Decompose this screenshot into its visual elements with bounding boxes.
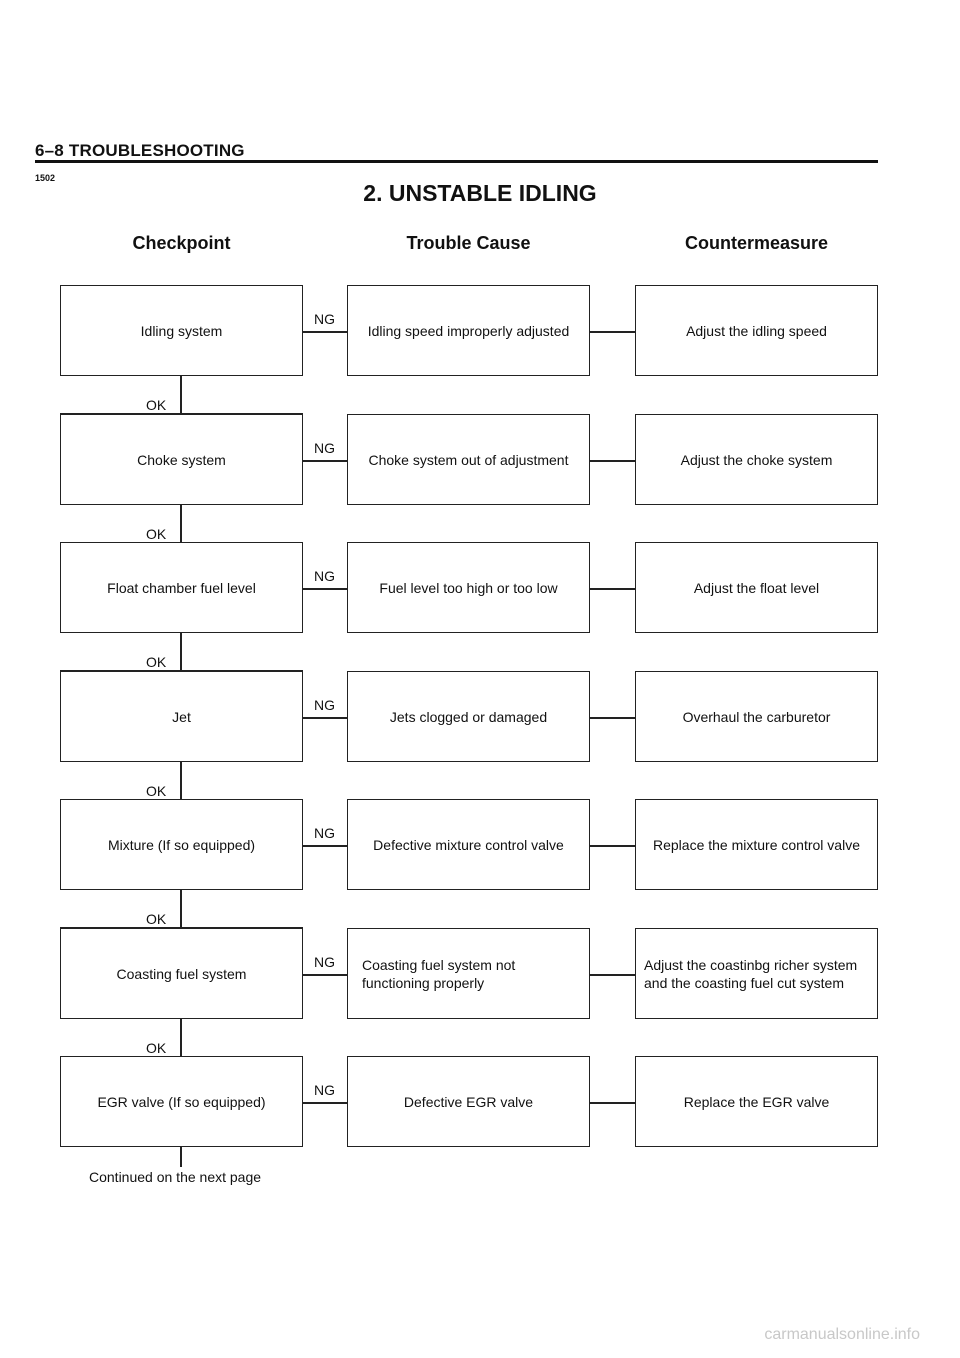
- ok-label: OK: [146, 911, 167, 927]
- ng-label: NG: [314, 954, 335, 970]
- countermeasure-box: Adjust the choke system: [635, 414, 878, 505]
- cause-connector: [590, 460, 635, 462]
- cause-connector: [590, 717, 635, 719]
- trouble-cause-box: Idling speed improperly adjusted: [347, 285, 590, 376]
- ng-connector: [303, 974, 347, 976]
- page-code: 1502: [35, 173, 56, 183]
- column-header-countermeasure: Countermeasure: [684, 233, 829, 253]
- checkpoint-box: EGR valve (If so equipped): [60, 1056, 303, 1147]
- trouble-cause-box: Fuel level too high or too low: [347, 542, 590, 633]
- ng-connector: [303, 460, 347, 462]
- ng-connector: [303, 331, 347, 333]
- ok-underline: [60, 927, 303, 929]
- cause-connector: [590, 1102, 635, 1104]
- column-header-trouble-cause: Trouble Cause: [406, 233, 531, 253]
- countermeasure-box: Replace the mixture control valve: [635, 799, 878, 890]
- cause-connector: [590, 588, 635, 590]
- trouble-cause-box: Choke system out of adjustment: [347, 414, 590, 505]
- checkpoint-box: Mixture (If so equipped): [60, 799, 303, 890]
- ok-connector: [180, 376, 182, 414]
- continued-note: Continued on the next page: [89, 1169, 262, 1185]
- checkpoint-box: Float chamber fuel level: [60, 542, 303, 633]
- ng-label: NG: [314, 825, 335, 841]
- diagram-title: 2. UNSTABLE IDLING: [363, 180, 597, 206]
- ok-label: OK: [146, 526, 167, 542]
- checkpoint-box: Coasting fuel system: [60, 928, 303, 1019]
- ok-connector: [180, 505, 182, 542]
- countermeasure-box: Adjust the idling speed: [635, 285, 878, 376]
- countermeasure-box: Adjust the float level: [635, 542, 878, 633]
- ok-label: OK: [146, 783, 167, 799]
- watermark: carmanualsonline.info: [764, 1326, 920, 1343]
- trouble-cause-box: Defective EGR valve: [347, 1056, 590, 1147]
- ok-connector: [180, 1019, 182, 1056]
- ng-connector: [303, 845, 347, 847]
- checkpoint-box: Idling system: [60, 285, 303, 376]
- section-header: 6–8 TROUBLESHOOTING: [35, 141, 245, 160]
- ng-label: NG: [314, 697, 335, 713]
- ok-connector: [180, 1147, 182, 1167]
- header-rule: [35, 160, 878, 163]
- ok-connector: [180, 890, 182, 928]
- cause-connector: [590, 974, 635, 976]
- ok-underline: [60, 413, 303, 415]
- ok-label: OK: [146, 1040, 167, 1056]
- ng-label: NG: [314, 440, 335, 456]
- ng-label: NG: [314, 568, 335, 584]
- ok-connector: [180, 633, 182, 671]
- ng-label: NG: [314, 311, 335, 327]
- ng-connector: [303, 588, 347, 590]
- cause-connector: [590, 331, 635, 333]
- ng-label: NG: [314, 1082, 335, 1098]
- ng-connector: [303, 717, 347, 719]
- ok-label: OK: [146, 397, 167, 413]
- ok-connector: [180, 762, 182, 799]
- ok-label: OK: [146, 654, 167, 670]
- column-header-checkpoint: Checkpoint: [132, 233, 231, 253]
- countermeasure-box: Overhaul the carburetor: [635, 671, 878, 762]
- ok-underline: [60, 670, 303, 672]
- ng-connector: [303, 1102, 347, 1104]
- trouble-cause-box: Defective mixture control valve: [347, 799, 590, 890]
- cause-connector: [590, 845, 635, 847]
- checkpoint-box: Choke system: [60, 414, 303, 505]
- trouble-cause-box: Jets clogged or damaged: [347, 671, 590, 762]
- countermeasure-box: Replace the EGR valve: [635, 1056, 878, 1147]
- checkpoint-box: Jet: [60, 671, 303, 762]
